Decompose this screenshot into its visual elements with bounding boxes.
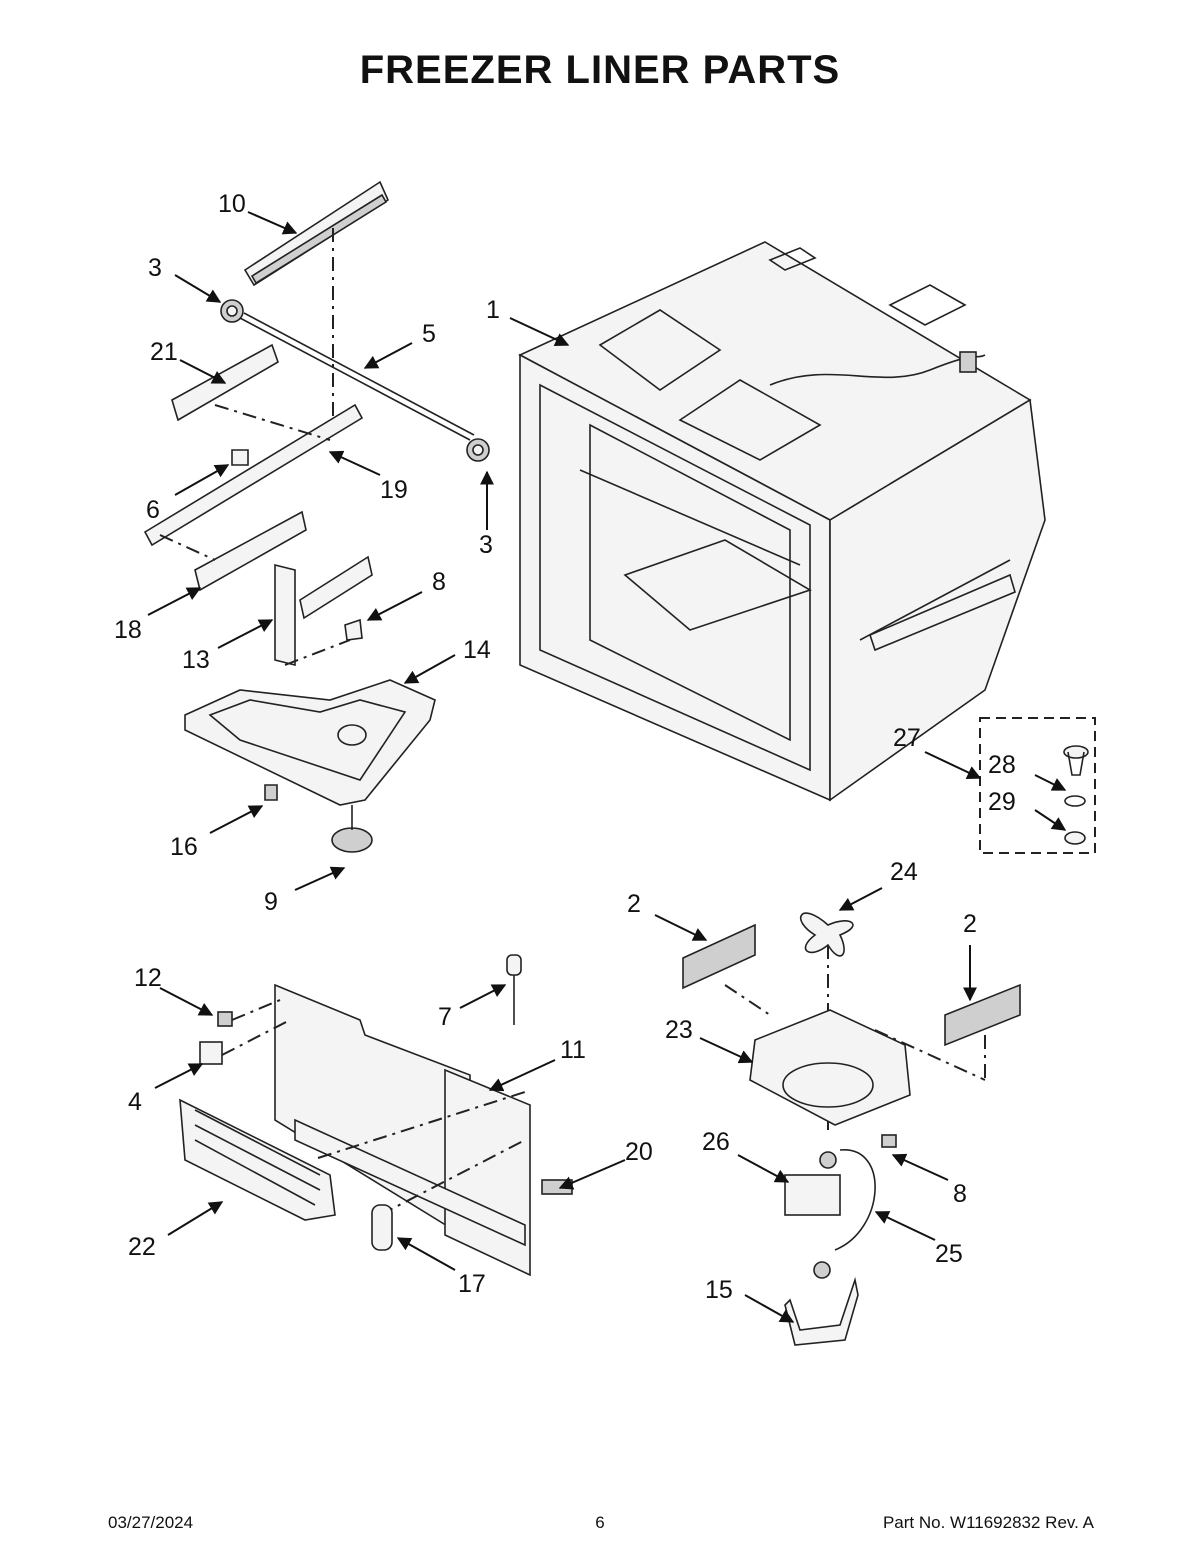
evaporator-cover-assembly: [179, 954, 573, 1277]
callout-24: 24: [890, 858, 918, 886]
callout-2-right: 2: [963, 910, 977, 938]
callout-5: 5: [422, 320, 436, 348]
callout-7: 7: [438, 1003, 452, 1031]
callout-12: 12: [134, 964, 162, 992]
callout-21: 21: [150, 338, 178, 366]
drain-kit-box: [979, 717, 1096, 854]
fan-assembly: [682, 912, 1021, 1346]
callout-8-bottom: 8: [953, 1180, 967, 1208]
callout-2-left: 2: [627, 890, 641, 918]
slide-assembly-left: [143, 343, 373, 667]
callout-18: 18: [114, 616, 142, 644]
callout-14: 14: [463, 636, 491, 664]
callout-16: 16: [170, 833, 198, 861]
page-title: FREEZER LINER PARTS: [359, 48, 841, 92]
shaft-with-gears: [220, 299, 490, 462]
callout-6: 6: [146, 496, 160, 524]
callout-22: 22: [128, 1233, 156, 1261]
callout-11: 11: [560, 1036, 586, 1064]
callout-28: 28: [988, 751, 1016, 779]
callout-15: 15: [705, 1276, 733, 1304]
callout-23: 23: [665, 1016, 693, 1044]
callout-4: 4: [128, 1088, 142, 1116]
callout-19: 19: [380, 476, 408, 504]
callout-13: 13: [182, 646, 210, 674]
callout-26: 26: [702, 1128, 730, 1156]
callout-29: 29: [988, 788, 1016, 816]
freezer-liner: [518, 241, 1046, 802]
callout-27: 27: [893, 724, 921, 752]
callout-20: 20: [625, 1138, 653, 1166]
footer-page-number: 6: [595, 1513, 605, 1532]
callout-3-bottom: 3: [479, 531, 493, 559]
callout-labels: 10 3 5 1 21 19 6 3 18 8 13 14 16 9 27 28…: [114, 190, 1016, 1304]
callout-1: 1: [486, 296, 500, 324]
callout-arrows: [147, 211, 1067, 1323]
footer-date: 03/27/2024: [108, 1513, 194, 1532]
callout-3-top: 3: [148, 254, 162, 282]
callout-8-top: 8: [432, 568, 446, 596]
footer-part-number: Part No. W11692832 Rev. A: [882, 1513, 1094, 1532]
callout-9: 9: [264, 888, 278, 916]
auger-tray: [184, 679, 436, 853]
callout-10: 10: [218, 190, 246, 218]
callout-25: 25: [935, 1240, 963, 1268]
callout-17: 17: [458, 1270, 486, 1298]
rail-part-10: [243, 180, 390, 430]
